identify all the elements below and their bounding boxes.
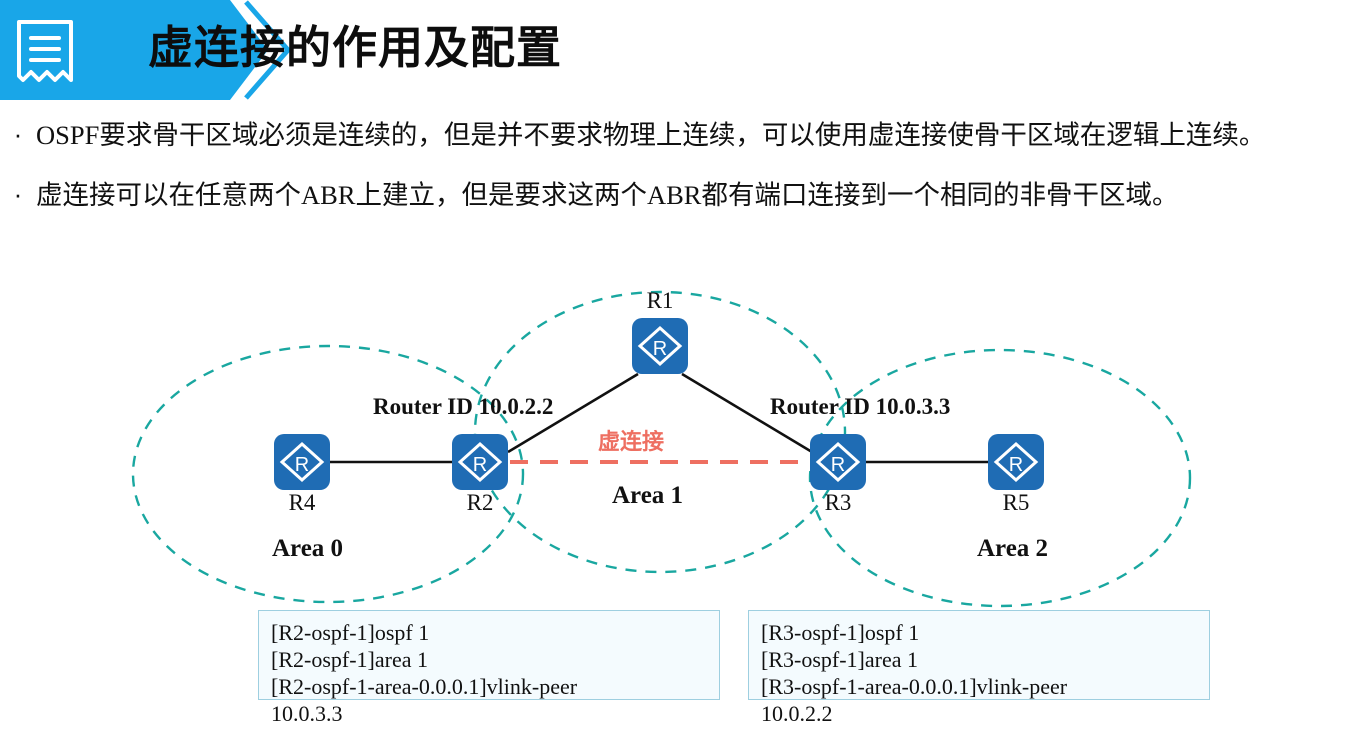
- config-line: [R3-ospf-1]area 1: [761, 647, 918, 672]
- svg-text:R: R: [831, 454, 845, 476]
- router-node-r5: R: [988, 434, 1044, 490]
- link-r1-r2: [507, 372, 639, 454]
- config-box-r3: [R3-ospf-1]ospf 1 [R3-ospf-1]area 1 [R3-…: [748, 610, 1210, 726]
- svg-text:R: R: [1009, 454, 1023, 476]
- config-line: [R3-ospf-1]ospf 1: [761, 620, 920, 645]
- router-id-label-r2: Router ID 10.0.2.2: [373, 394, 554, 419]
- config-line: [R2-ospf-1-area-0.0.0.1]vlink-peer: [271, 674, 578, 699]
- config-line: [R2-ospf-1]area 1: [271, 647, 428, 672]
- network-topology-diagram: R R R R R R1 R2 R3 R4 R5 Router: [0, 282, 1348, 732]
- bullet-marker: ·: [13, 179, 23, 209]
- area-label-1: Area 1: [612, 482, 684, 509]
- bullet-text: 虚连接可以在任意两个ABR上建立，但是要求这两个ABR都有端口连接到一个相同的非…: [36, 180, 1179, 210]
- bullet-list: · OSPF要求骨干区域必须是连续的，但是并不要求物理上连续，可以使用虚连接使骨…: [0, 112, 1348, 232]
- area-0-ellipse: [131, 344, 525, 604]
- router-node-r3: R: [810, 434, 866, 490]
- list-item: · OSPF要求骨干区域必须是连续的，但是并不要求物理上连续，可以使用虚连接使骨…: [0, 112, 1348, 158]
- area-label-2: Area 2: [977, 535, 1049, 562]
- bullet-text: OSPF要求骨干区域必须是连续的，但是并不要求物理上连续，可以使用虚连接使骨干区…: [36, 120, 1266, 150]
- link-r1-r3: [681, 372, 813, 454]
- config-box-r2: [R2-ospf-1]ospf 1 [R2-ospf-1]area 1 [R2-…: [258, 610, 720, 726]
- router-node-r4: R: [274, 434, 330, 490]
- config-line: [R3-ospf-1-area-0.0.0.1]vlink-peer: [761, 674, 1068, 699]
- document-list-icon: [17, 20, 73, 82]
- topology-canvas: R R R R R: [131, 290, 1192, 608]
- virtual-link-label: 虚连接: [598, 429, 665, 454]
- node-label-r1: R1: [646, 288, 674, 313]
- list-item: · 虚连接可以在任意两个ABR上建立，但是要求这两个ABR都有端口连接到一个相同…: [0, 172, 1348, 218]
- node-label-r4: R4: [288, 490, 316, 515]
- svg-text:R: R: [473, 454, 487, 476]
- router-node-r2: R: [452, 434, 508, 490]
- router-node-r1: R: [632, 318, 688, 374]
- page-title: 虚连接的作用及配置: [148, 22, 563, 73]
- area-label-0: Area 0: [272, 535, 344, 562]
- page-header: 虚连接的作用及配置: [0, 0, 1348, 100]
- area-1-ellipse: [473, 290, 847, 574]
- bullet-marker: ·: [13, 119, 23, 149]
- node-label-r5: R5: [1002, 490, 1030, 515]
- node-label-r2: R2: [466, 490, 494, 515]
- router-id-label-r3: Router ID 10.0.3.3: [770, 394, 951, 419]
- config-line: 10.0.2.2: [761, 701, 833, 726]
- config-line: 10.0.3.3: [271, 701, 343, 726]
- node-label-r3: R3: [824, 490, 852, 515]
- svg-text:R: R: [653, 338, 667, 360]
- svg-text:R: R: [295, 454, 309, 476]
- config-line: [R2-ospf-1]ospf 1: [271, 620, 430, 645]
